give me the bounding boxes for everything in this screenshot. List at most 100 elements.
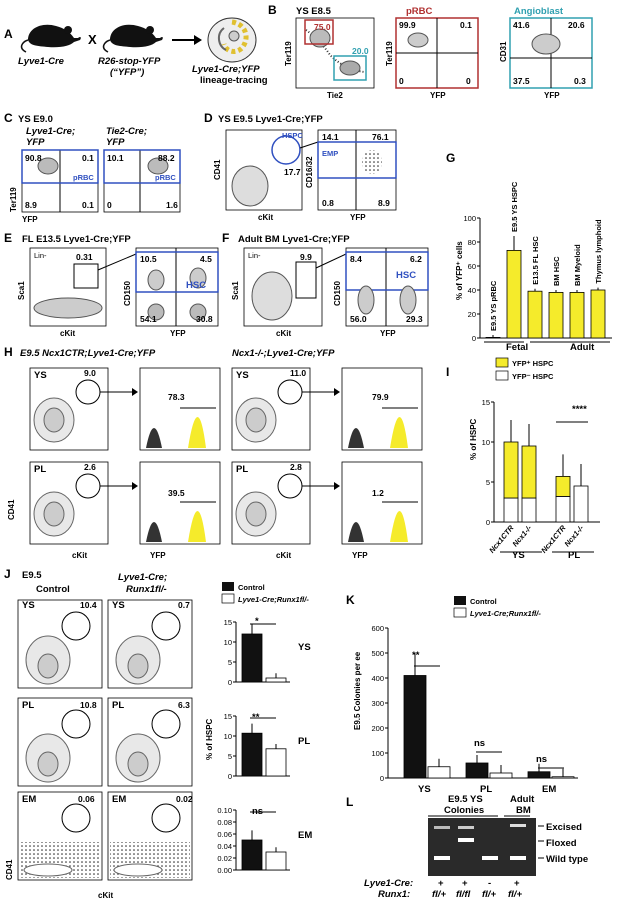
legend-label: Control <box>470 597 497 606</box>
significance-label: * <box>255 616 259 627</box>
panel-f: F Adult BM Lyve1-Cre;YFP Lin- 9.9 cKit S… <box>222 231 429 338</box>
axis-label: cKit <box>276 551 291 560</box>
quadrant-value: 4.5 <box>200 254 212 264</box>
histogram-negative <box>146 522 162 542</box>
panel-c: C YS E9.0 Lyve1-Cre; YFP Tie2-Cre; YFP 9… <box>4 111 181 224</box>
row-label: PL <box>236 464 248 475</box>
genotype-value: fl/+ <box>432 889 446 900</box>
gate-circle <box>61 709 91 739</box>
y-tick-label: 80 <box>468 238 476 247</box>
axis-label: YFP <box>150 551 166 560</box>
group-label: Adult <box>570 342 595 353</box>
genotype-value: fl/fl <box>456 889 471 900</box>
legend-swatch <box>495 357 509 368</box>
axis-label: cKit <box>258 213 273 222</box>
panel-c-sub1b: YFP <box>26 137 45 148</box>
y-tick-label: 0.02 <box>217 854 232 863</box>
panel-d-title: YS E9.5 Lyve1-Cre;YFP <box>218 114 323 125</box>
y-tick-label: 60 <box>468 262 476 271</box>
panel-k-label: K <box>346 593 355 607</box>
panel-a-middle-label: R26-stop-YFP <box>98 56 161 67</box>
quadrant-value: 0.1 <box>82 153 94 163</box>
flow-plot-d2 <box>317 129 397 211</box>
gate-value: 17.7 <box>284 167 301 177</box>
gate-label: HSC <box>186 280 206 291</box>
gel-band <box>458 826 474 829</box>
y-tick-label: 0.04 <box>217 842 232 851</box>
row-label: EM <box>298 830 312 841</box>
h-plots <box>29 367 423 545</box>
mouse-icon-left <box>20 24 81 53</box>
axis-label: Ter119 <box>284 41 293 66</box>
gate-value: 2.8 <box>290 462 302 472</box>
bar-yfp-negative <box>521 497 537 523</box>
panel-c-sub1: Lyve1-Cre; <box>26 126 75 137</box>
histogram-value: 39.5 <box>168 488 185 498</box>
gate-angioblast <box>333 55 367 81</box>
bar <box>527 771 551 779</box>
gate-label: pRBC <box>73 173 94 182</box>
significance-label: ns <box>252 806 263 817</box>
panel-a-right-label2: lineage-tracing <box>200 75 268 86</box>
bar <box>265 677 287 683</box>
panel-l-label: L <box>346 795 353 809</box>
bar-yfp-positive <box>521 445 537 499</box>
gate-value: 10.8 <box>80 700 97 710</box>
axis-label: YFP <box>380 329 396 338</box>
significance-label: ns <box>474 738 485 749</box>
bar <box>241 732 263 777</box>
gel-header: Adult <box>510 794 535 805</box>
gate-label: EMP <box>322 149 338 158</box>
bar <box>551 776 575 779</box>
gate-value: 2.6 <box>84 462 96 472</box>
legend-label: Lyve1-Cre;Runx1fl/- <box>238 595 309 604</box>
group-label: PL <box>568 550 580 561</box>
legend-label: Control <box>238 583 265 592</box>
histogram-yfp <box>390 511 408 542</box>
gate-value: 9.0 <box>84 368 96 378</box>
legend-swatch <box>222 582 234 591</box>
bar <box>427 766 451 779</box>
quadrant-value: 0 <box>466 76 471 86</box>
y-tick-label: 0 <box>228 772 232 781</box>
quadrant-value: 0.3 <box>574 76 586 86</box>
axis-label: CD16/32 <box>305 156 314 188</box>
flow-plot-f2 <box>345 247 429 327</box>
density-contour <box>37 653 59 679</box>
mouse-icon-right <box>102 24 163 53</box>
row-label: PL <box>34 464 46 475</box>
y-tick-label: 400 <box>371 674 384 683</box>
gate-value: 75.0 <box>314 22 331 32</box>
panel-a: A Lyve1-Cre X R26-stop-YFP (“YFP”) Lyve1… <box>4 17 268 86</box>
axis-label: Tie2 <box>327 91 343 100</box>
y-tick-label: 0.08 <box>217 818 232 827</box>
bar <box>569 291 585 339</box>
genotype-label: Runx1: <box>378 889 410 900</box>
gel-band <box>434 856 450 860</box>
density-contour <box>245 501 267 527</box>
panel-g-label: G <box>446 151 455 165</box>
panel-c-sub2: Tie2-Cre; <box>106 126 147 137</box>
gel-band <box>482 856 498 860</box>
panel-h-title1: E9.5 Ncx1CTR;Lyve1-Cre;YFP <box>20 348 156 359</box>
row-label: PL <box>298 736 310 747</box>
gate-value: 0.06 <box>78 794 95 804</box>
axis-label: Ter119 <box>385 41 394 66</box>
panel-a-right-label: Lyve1-Cre;YFP <box>192 64 260 75</box>
gate-circle <box>151 709 181 739</box>
axis-label: YFP <box>350 213 366 222</box>
band-label: Floxed <box>546 838 577 849</box>
panel-j-label: J <box>4 567 11 581</box>
y-tick-label: 0 <box>486 518 490 527</box>
axis-label: YFP <box>22 215 38 224</box>
bar-yfp-negative <box>503 497 519 523</box>
j-plots <box>17 599 193 881</box>
category-label: E9.5 YS pRBC <box>489 280 498 331</box>
density-contour <box>127 751 149 777</box>
panel-h: H E9.5 Ncx1CTR;Lyve1-Cre;YFP Ncx1-/-;Lyv… <box>4 345 423 560</box>
arrowhead-icon <box>334 388 340 396</box>
axis-label: YFP <box>170 329 186 338</box>
